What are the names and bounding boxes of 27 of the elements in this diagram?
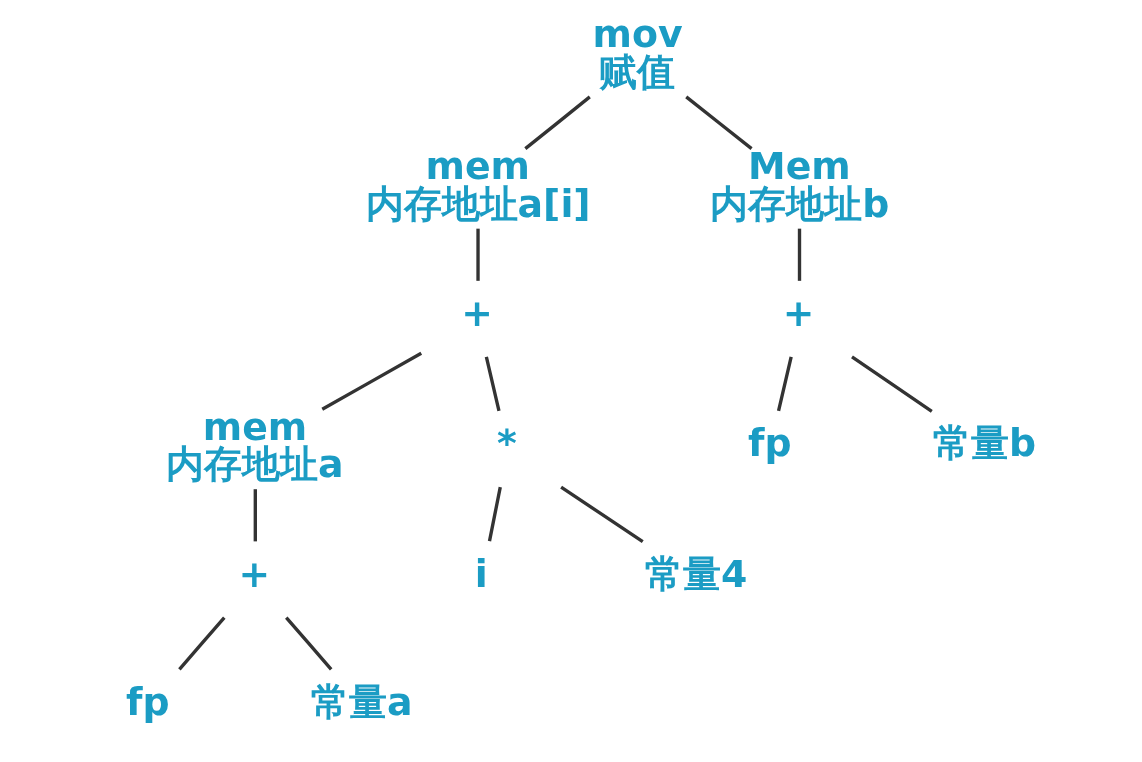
node-text: mem 内存地址a <box>166 404 344 487</box>
node-text: mem 内存地址a[i] <box>365 144 591 226</box>
connector <box>797 228 802 281</box>
connector <box>178 616 226 671</box>
connector <box>851 355 933 413</box>
node-text: Mem 内存地址b <box>710 144 890 226</box>
node-text: fp <box>126 679 170 724</box>
connector <box>321 351 423 411</box>
node-text: 常量4 <box>645 551 748 596</box>
connector <box>476 228 480 281</box>
connector <box>253 489 257 542</box>
connector <box>560 485 644 543</box>
connector <box>285 616 333 671</box>
connector <box>776 356 793 412</box>
node-text: fp <box>748 421 792 466</box>
node-text: * <box>496 421 517 466</box>
connector <box>685 95 753 150</box>
connector <box>484 356 501 412</box>
node-text: 常量a <box>310 679 413 724</box>
node-text: i <box>474 551 488 596</box>
node-text: 常量b <box>932 421 1037 466</box>
connector <box>524 95 591 150</box>
node-text: + <box>238 551 271 596</box>
node-text: + <box>782 291 815 336</box>
node-text: mov 赋值 <box>592 11 683 94</box>
connector <box>487 486 502 542</box>
node-text: + <box>461 291 493 336</box>
